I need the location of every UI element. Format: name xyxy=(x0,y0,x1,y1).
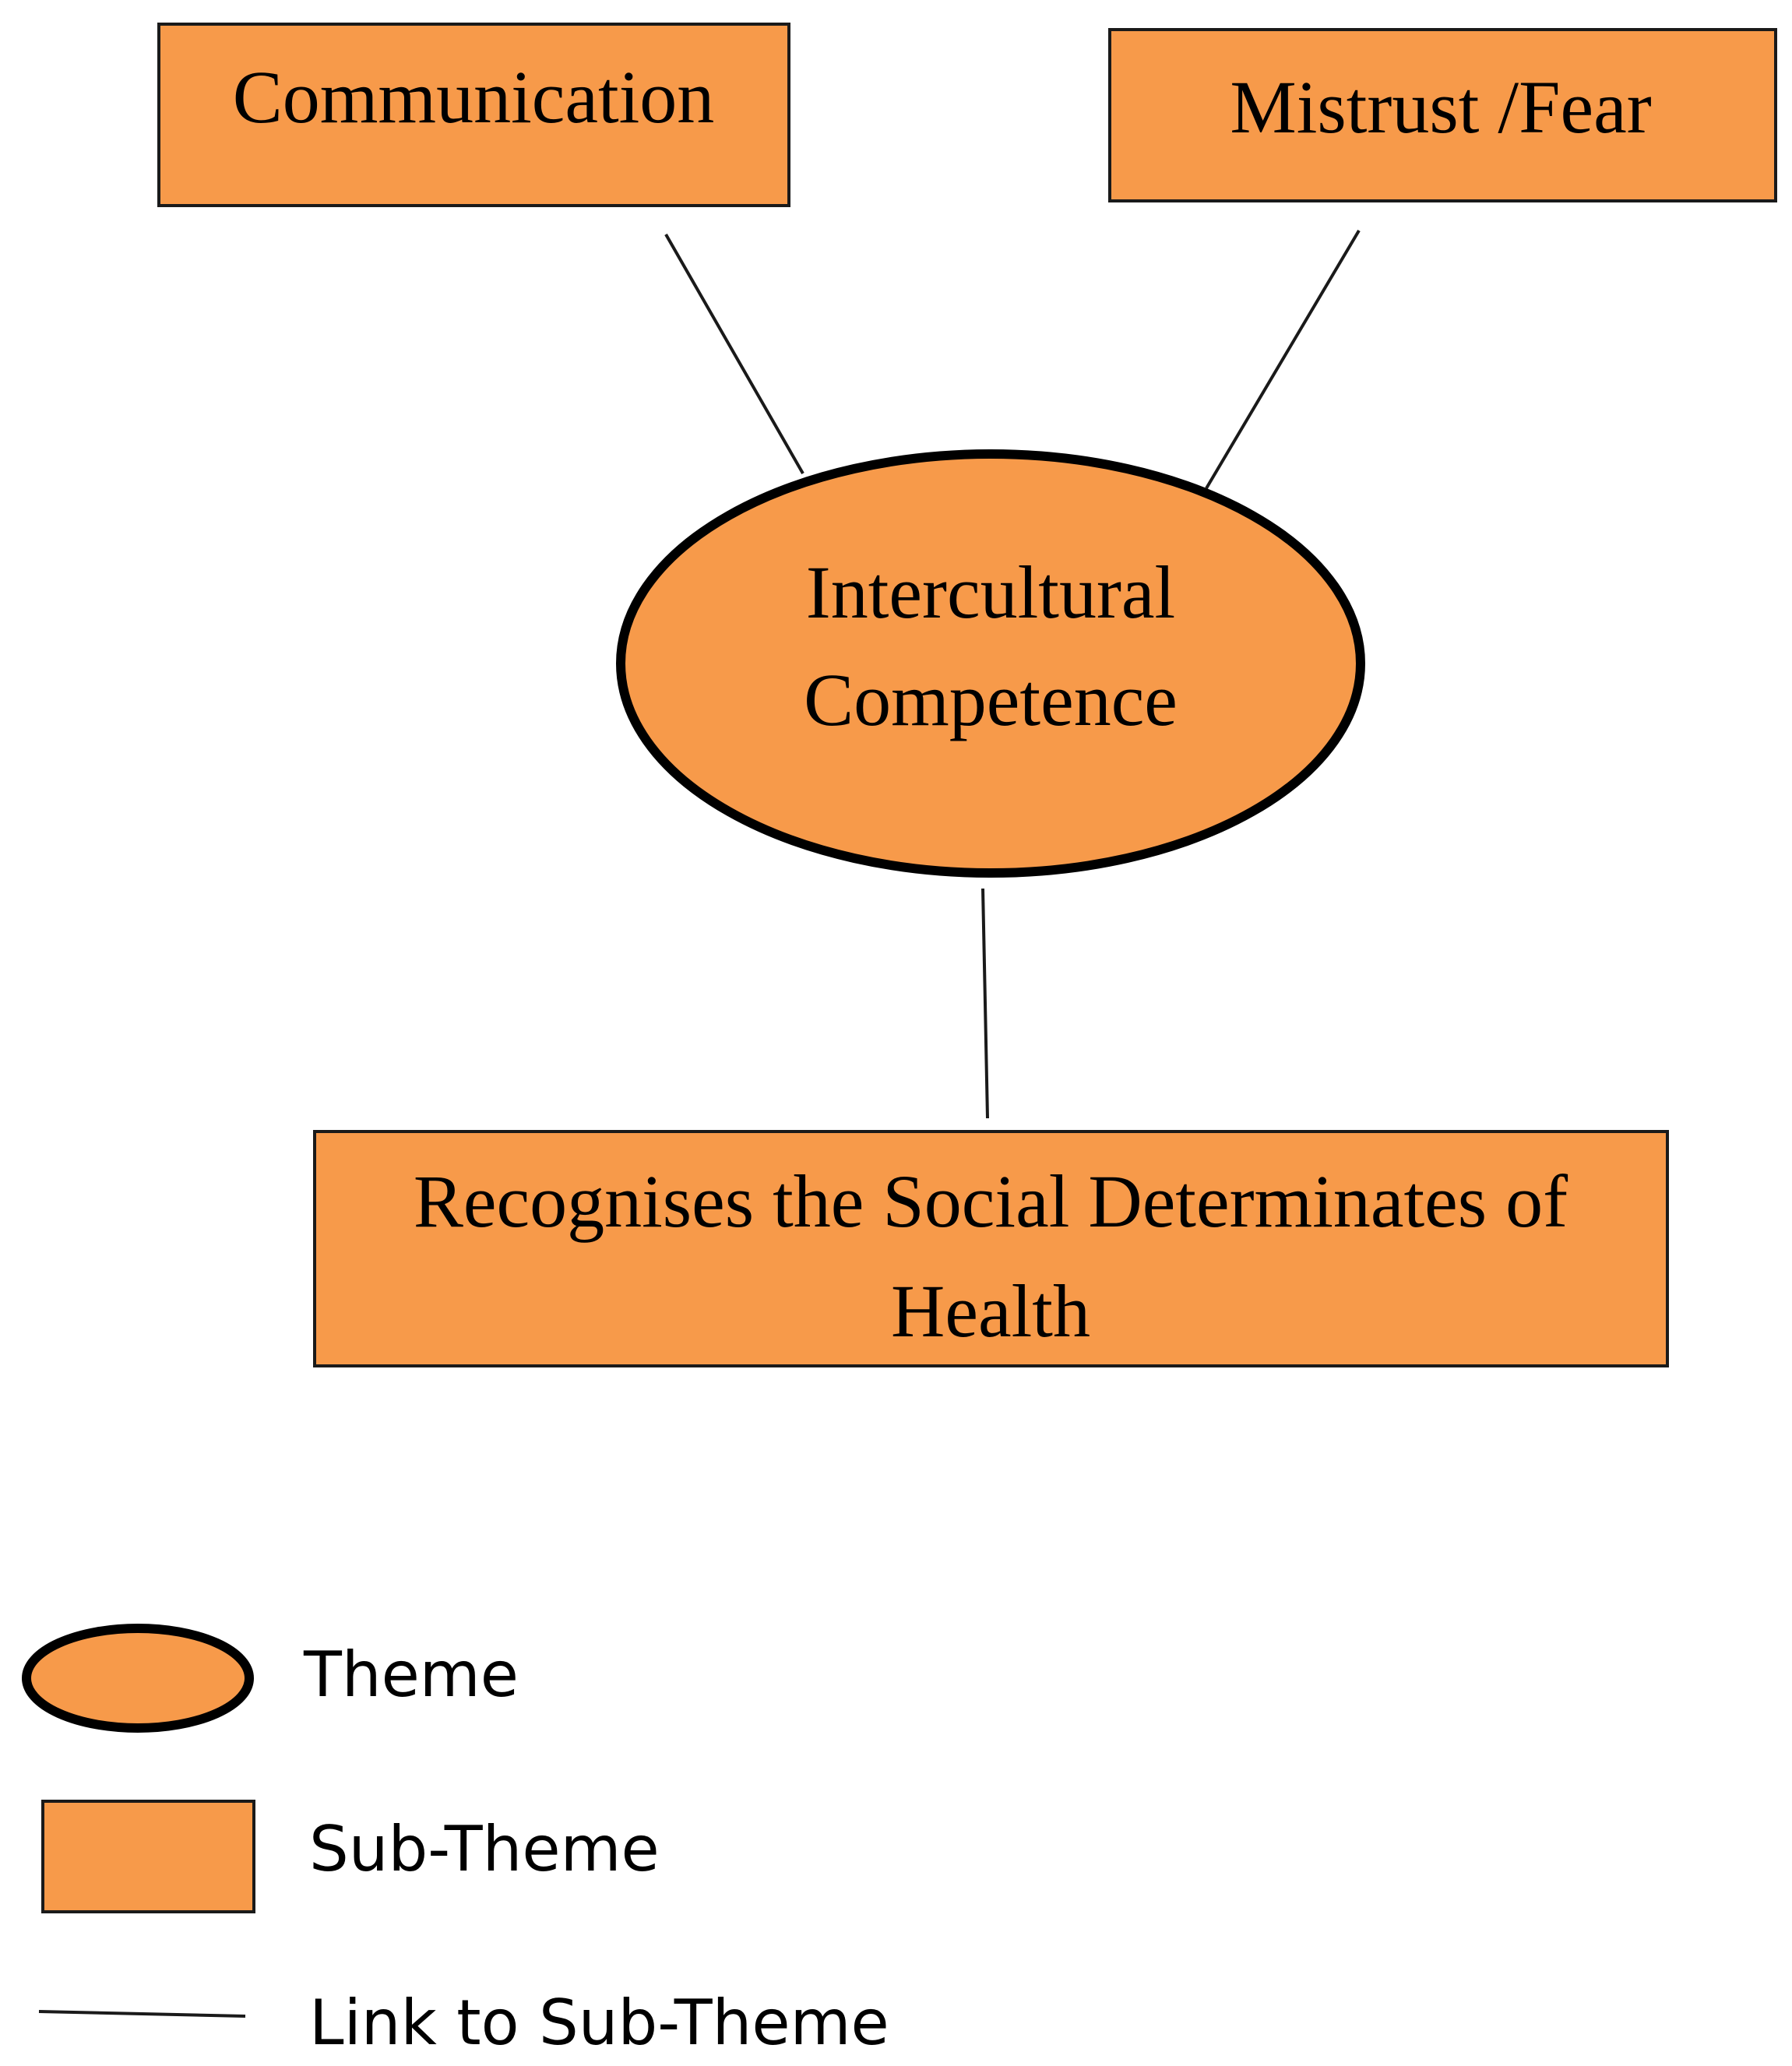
sub-theme-label-line-2: Health xyxy=(891,1269,1090,1353)
link-social xyxy=(981,888,989,1119)
sub-theme-social-determinates: Recognises the Social Determinates of He… xyxy=(313,1130,1669,1367)
link-mistrust xyxy=(1205,229,1361,490)
sub-theme-label: Mistrust /Fear xyxy=(1230,65,1651,149)
legend-theme-label: Theme xyxy=(303,1638,519,1711)
sub-theme-label-line-1: Recognises the Social Determinates of xyxy=(414,1160,1568,1243)
legend-theme-swatch xyxy=(22,1624,254,1733)
sub-theme-box xyxy=(313,1130,1669,1367)
link-communication xyxy=(664,234,804,474)
legend-sub-theme-label: Sub-Theme xyxy=(309,1813,660,1885)
sub-theme-mistrust: Mistrust /Fear xyxy=(1108,28,1777,202)
theme-label-line-2: Competence xyxy=(804,658,1178,741)
theme-ellipse xyxy=(616,449,1365,878)
sub-theme-box xyxy=(157,23,790,207)
sub-theme-label: Communication xyxy=(233,55,715,139)
legend-link-label: Link to Sub-Theme xyxy=(309,1987,889,2059)
legend-sub-theme-swatch xyxy=(41,1800,255,1913)
legend-link-swatch xyxy=(38,2010,246,2018)
theme-intercultural-competence: Intercultural Competence xyxy=(616,449,1365,878)
sub-theme-communication: Communication xyxy=(157,23,790,207)
theme-label-line-1: Intercultural xyxy=(806,551,1175,634)
sub-theme-box xyxy=(1108,28,1777,202)
legend: Theme Sub-Theme Link to Sub-Theme xyxy=(22,1624,889,2059)
